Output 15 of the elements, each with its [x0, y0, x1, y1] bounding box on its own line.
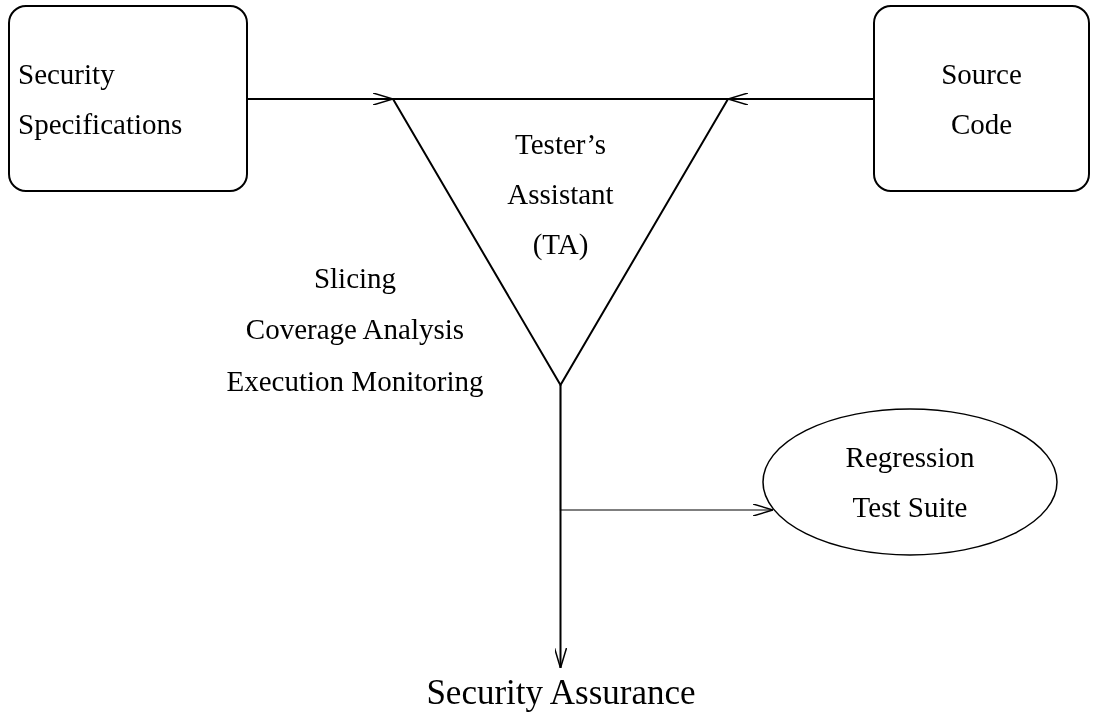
rounded-box: [8, 5, 248, 192]
arrow: [553, 384, 568, 669]
rounded-box: [873, 5, 1090, 192]
node-label: Regression Test Suite: [844, 440, 976, 525]
arrow: [559, 384, 774, 517]
node-label: Tester’s Assistant (TA): [506, 127, 615, 262]
arrow: [247, 92, 394, 106]
arrow: [727, 92, 874, 106]
node-label: Security Specifications: [18, 56, 184, 142]
feature-label: Execution Monitoring: [225, 365, 485, 398]
ellipse-shape: [762, 408, 1058, 556]
feature-label: Coverage Analysis: [244, 313, 466, 346]
feature-label: Slicing: [312, 262, 398, 295]
node-label: Source Code: [940, 56, 1023, 142]
output-text: Security Assurance: [390, 668, 732, 718]
